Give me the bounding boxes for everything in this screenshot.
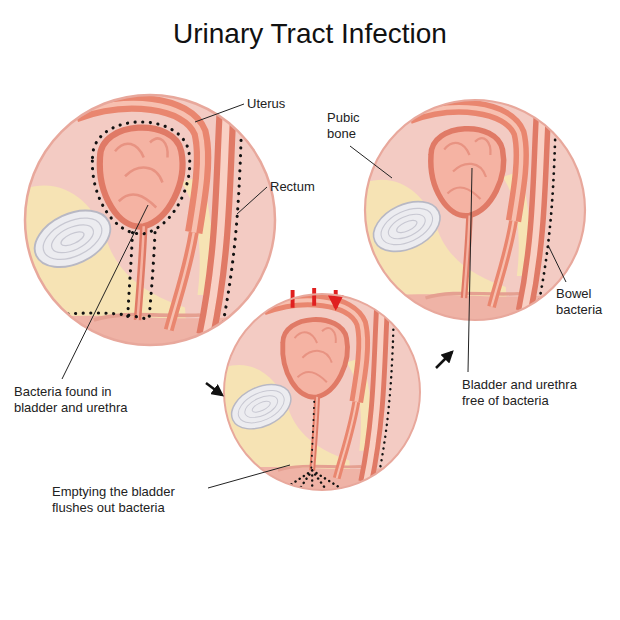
infected-pelvis [25, 95, 275, 345]
part-label: Emptying the bladder flushes out bacteri… [52, 484, 202, 515]
clear-pelvis [365, 100, 585, 320]
diagram-title: Urinary Tract Infection [173, 18, 447, 50]
part-label: Bowel bacteria [556, 286, 614, 317]
leader-lines [62, 104, 566, 488]
voiding-pelvis [224, 288, 420, 492]
part-label: Rectum [270, 179, 315, 195]
part-label: Uterus [247, 96, 285, 112]
sequence-arrows [206, 352, 452, 395]
part-label: Bacteria found in bladder and urethra [14, 384, 149, 415]
part-label: Bladder and urethra free of bacteria [462, 377, 602, 408]
part-label: Pubic bone [327, 110, 377, 141]
